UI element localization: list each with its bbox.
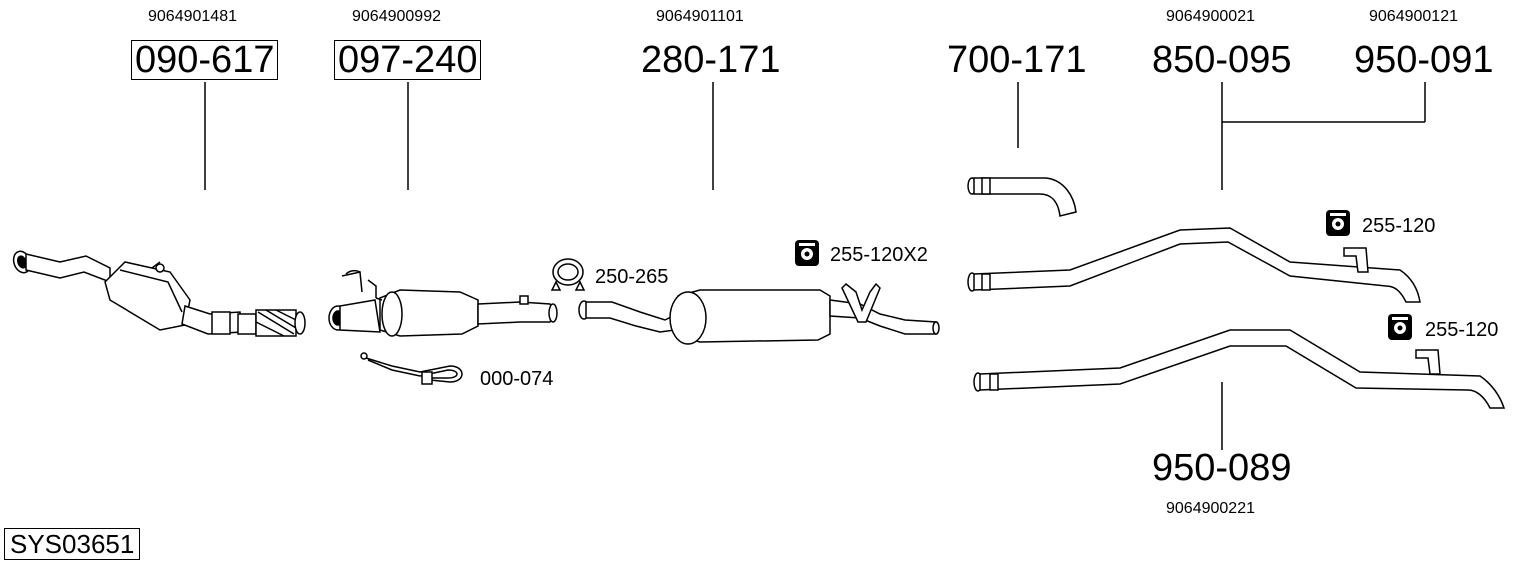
rear-pipe-850-part xyxy=(967,227,1421,303)
oe-number: 9064901481 xyxy=(148,8,237,25)
sensor-part xyxy=(360,352,463,385)
accessory-label[interactable]: 255-120 xyxy=(1362,215,1436,237)
accessory-label[interactable]: 255-120 xyxy=(1425,319,1499,341)
part-number-box[interactable]: 090-617 xyxy=(131,40,279,80)
centre-silencer-part xyxy=(578,282,940,345)
oe-number: 9064900021 xyxy=(1166,8,1255,25)
oe-number: 9064900221 xyxy=(1166,500,1255,517)
oe-number: 9064900992 xyxy=(352,8,441,25)
rubber-mount-icon xyxy=(1388,314,1412,340)
clamp-part xyxy=(550,258,586,291)
part-number[interactable]: 850-095 xyxy=(1152,39,1292,81)
part-number[interactable]: 950-089 xyxy=(1152,447,1292,489)
part-number[interactable]: 280-171 xyxy=(641,39,781,81)
rubber-mount-icon xyxy=(1326,210,1350,236)
rear-pipe-950-089-part xyxy=(973,329,1506,409)
front-pipe-catalyst-part xyxy=(12,250,306,337)
accessory-label[interactable]: 255-120X2 xyxy=(830,244,928,266)
tailpipe-part xyxy=(967,177,1077,217)
accessory-label[interactable]: 250-265 xyxy=(595,266,669,288)
part-number[interactable]: 950-091 xyxy=(1354,39,1494,81)
oe-number: 9064901101 xyxy=(656,8,744,25)
part-number[interactable]: 700-171 xyxy=(947,39,1087,81)
leader-lines xyxy=(204,82,1426,450)
particulate-filter-part xyxy=(328,269,558,337)
system-code: SYS03651 xyxy=(4,528,141,560)
accessory-label[interactable]: 000-074 xyxy=(480,368,554,390)
rubber-mount-icon xyxy=(795,240,819,266)
oe-number: 9064900121 xyxy=(1369,8,1458,25)
part-number-box[interactable]: 097-240 xyxy=(334,40,482,80)
